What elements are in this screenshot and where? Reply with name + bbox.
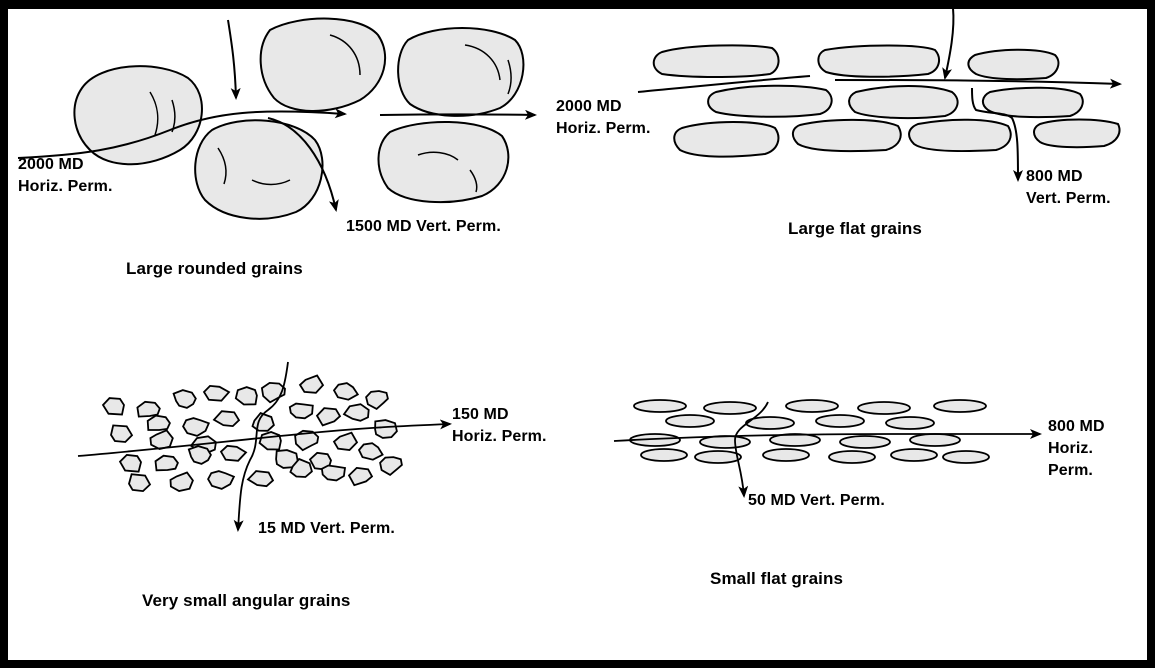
- label-vert-perm-small-angular: 15 MD Vert. Perm.: [258, 518, 395, 540]
- angular-grain: [129, 474, 150, 491]
- angular-grain: [221, 446, 246, 461]
- grain: [261, 19, 385, 111]
- angular-grain: [334, 433, 357, 450]
- angular-grain: [366, 391, 388, 409]
- angular-grain: [349, 468, 372, 485]
- angular-grain: [334, 383, 358, 400]
- angular-grain: [156, 456, 178, 471]
- flat-grain: [704, 402, 756, 414]
- flat-grain: [934, 400, 986, 412]
- label-vert-perm-large-rounded: 1500 MD Vert. Perm.: [346, 216, 501, 238]
- angular-grain: [253, 413, 274, 431]
- panel-large-flat-grains: [638, 8, 1120, 180]
- grain: [195, 120, 322, 218]
- label-horiz-perm-small-angular: 150 MD Horiz. Perm.: [452, 404, 547, 448]
- angular-grain: [300, 376, 323, 393]
- angular-grain: [137, 402, 159, 417]
- angular-grain: [375, 420, 397, 438]
- angular-grain: [174, 390, 196, 408]
- grain: [378, 122, 508, 202]
- angular-grain: [260, 432, 281, 450]
- angular-grain: [236, 387, 257, 404]
- angular-grain: [344, 404, 369, 421]
- flat-grain: [786, 400, 838, 412]
- caption-small-flat-grains: Small flat grains: [710, 568, 843, 590]
- label-horiz-perm-large-rounded: 2000 MD Horiz. Perm.: [18, 154, 113, 198]
- angular-grain: [204, 386, 229, 401]
- flat-grain: [858, 402, 910, 414]
- flat-grain: [943, 451, 989, 463]
- angular-grain: [111, 425, 132, 442]
- angular-grain: [317, 408, 340, 425]
- flat-grain: [816, 415, 864, 427]
- label-vert-perm-large-flat: 800 MD Vert. Perm.: [1026, 166, 1111, 210]
- grain: [398, 28, 523, 116]
- angular-grain: [322, 466, 345, 481]
- angular-grain: [214, 411, 239, 426]
- flat-grain: [666, 415, 714, 427]
- angular-grain: [148, 416, 170, 430]
- angular-grain: [183, 418, 209, 436]
- label-vert-perm-small-flat: 50 MD Vert. Perm.: [748, 490, 885, 512]
- angular-grain: [171, 473, 193, 492]
- flat-grain: [829, 451, 875, 463]
- panel-small-flat-grains: [614, 400, 1040, 496]
- label-horiz-perm-small-flat: 800 MD Horiz. Perm.: [1048, 416, 1105, 482]
- flat-grain: [891, 449, 937, 461]
- caption-small-angular-grains: Very small angular grains: [142, 590, 350, 612]
- angular-grain: [120, 455, 141, 472]
- flat-grain: [695, 451, 741, 463]
- flat-grain: [910, 434, 960, 446]
- angular-grain: [189, 446, 211, 464]
- angular-grain: [208, 471, 234, 489]
- angular-grain: [290, 404, 313, 419]
- flat-grain: [886, 417, 934, 429]
- label-horiz-perm-large-flat: 2000 MD Horiz. Perm.: [556, 96, 651, 140]
- flat-grain: [840, 436, 890, 448]
- angular-grain: [150, 430, 172, 449]
- flat-grain: [763, 449, 809, 461]
- angular-grain: [248, 471, 273, 486]
- flat-grain: [700, 436, 750, 448]
- flat-grain: [641, 449, 687, 461]
- caption-large-rounded-grains: Large rounded grains: [126, 258, 303, 280]
- grain: [74, 66, 202, 164]
- angular-grain: [359, 443, 383, 460]
- angular-grain: [380, 457, 402, 475]
- flat-grain: [634, 400, 686, 412]
- caption-large-flat-grains: Large flat grains: [788, 218, 922, 240]
- angular-grain: [103, 398, 124, 414]
- panel-small-angular-grains: [78, 362, 450, 530]
